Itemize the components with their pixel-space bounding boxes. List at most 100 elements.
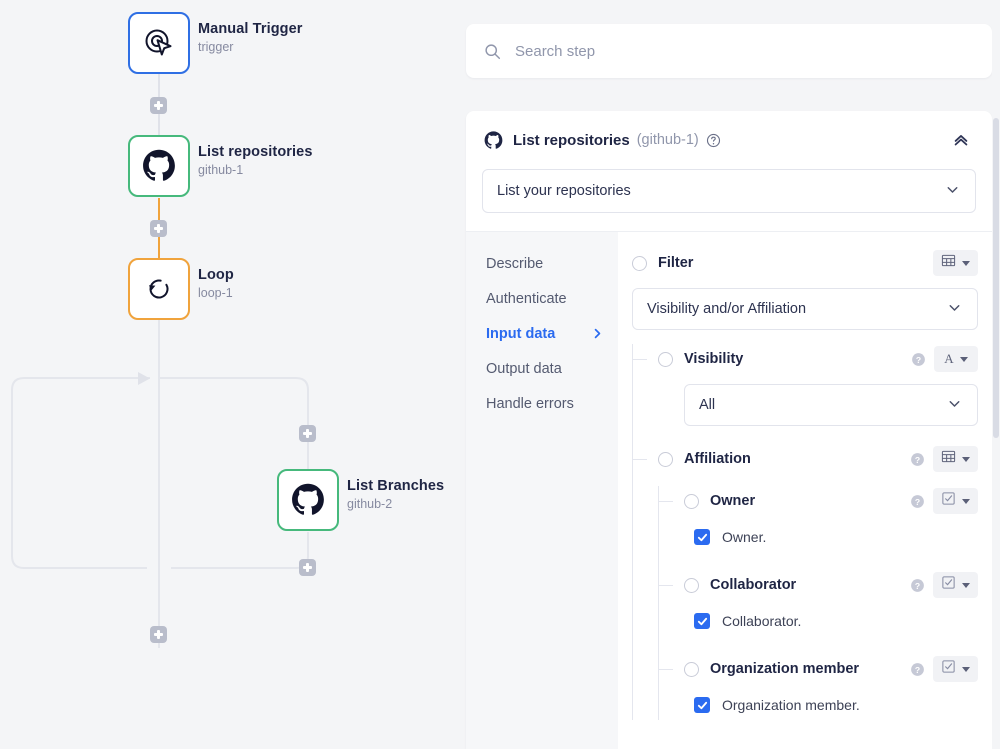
checkbox-icon <box>941 575 956 595</box>
node-title: List repositories <box>198 144 313 160</box>
panel-scrollbar-thumb[interactable] <box>993 118 999 438</box>
github-icon <box>484 130 503 150</box>
chevron-down-icon <box>944 181 961 202</box>
checkbox-row-organization-member: Organization member. <box>684 690 978 720</box>
field-label: Visibility <box>684 351 744 367</box>
field-visibility: Visibility ? A <box>632 344 978 374</box>
collapse-panel-button[interactable] <box>948 127 974 153</box>
question-circle-icon[interactable] <box>706 133 721 148</box>
step-id: (github-1) <box>636 132 699 148</box>
chevron-down-icon <box>962 582 970 588</box>
field-tools: ? <box>910 572 978 598</box>
tab-label: Output data <box>486 360 562 377</box>
node-subtitle: github-1 <box>198 163 244 177</box>
node-list-repositories[interactable] <box>128 135 190 197</box>
organization-member-type-selector[interactable] <box>933 656 978 682</box>
github-icon <box>291 483 325 517</box>
loop-icon <box>143 273 175 305</box>
affiliation-radio[interactable] <box>658 451 673 467</box>
svg-text:?: ? <box>915 496 920 506</box>
node-manual-trigger[interactable] <box>128 12 190 74</box>
question-circle-icon[interactable]: ? <box>910 662 925 677</box>
chevron-down-icon <box>946 395 963 416</box>
page-title: List repositories <box>513 131 630 149</box>
question-circle-icon[interactable]: ? <box>910 494 925 509</box>
filter-select[interactable]: Visibility and/or Affiliation <box>632 288 978 330</box>
filter-children: Visibility ? A <box>632 344 978 720</box>
node-title: List Branches <box>347 478 445 494</box>
tab-handle-errors[interactable]: Handle errors <box>466 386 618 421</box>
node-subtitle: github-2 <box>347 497 393 511</box>
tab-output-data[interactable]: Output data <box>466 351 618 386</box>
search-input[interactable] <box>515 42 974 60</box>
owner-radio[interactable] <box>684 493 699 509</box>
field-label: Collaborator <box>710 577 797 593</box>
organization-member-checkbox[interactable] <box>694 697 710 713</box>
node-title: Manual Trigger <box>198 21 303 37</box>
step-header: List repositories (github-1) <box>466 111 992 169</box>
organization-member-radio[interactable] <box>684 661 699 677</box>
workflow-canvas[interactable]: Manual Trigger trigger List repositories… <box>0 0 462 749</box>
search-icon <box>484 43 501 60</box>
chevron-down-icon <box>962 456 970 462</box>
node-label-loop: Loop loop-1 <box>198 266 234 302</box>
checkbox-label: Owner. <box>722 529 767 545</box>
panel-scrollbar-track[interactable] <box>992 0 1000 749</box>
add-step-button-4[interactable] <box>299 559 316 576</box>
tab-input-data[interactable]: Input data <box>466 316 618 351</box>
filter-select-value: Visibility and/or Affiliation <box>647 301 807 317</box>
visibility-type-selector[interactable]: A <box>934 346 978 372</box>
field-tools: ? A <box>911 346 978 372</box>
table-icon <box>941 449 956 469</box>
svg-text:?: ? <box>915 664 920 674</box>
tab-authenticate[interactable]: Authenticate <box>466 281 618 316</box>
checkbox-label: Organization member. <box>722 697 860 713</box>
collaborator-radio[interactable] <box>684 577 699 593</box>
field-label: Filter <box>658 255 694 271</box>
checkbox-row-collaborator: Collaborator. <box>684 606 978 636</box>
field-label: Organization member <box>710 661 860 677</box>
field-collaborator: Collaborator ? <box>658 570 978 600</box>
github-icon <box>142 149 176 183</box>
question-circle-icon[interactable]: ? <box>911 352 926 367</box>
tab-describe[interactable]: Describe <box>466 246 618 281</box>
node-loop[interactable] <box>128 258 190 320</box>
question-circle-icon[interactable]: ? <box>910 578 925 593</box>
action-select[interactable]: List your repositories <box>482 169 976 213</box>
node-label-manual-trigger: Manual Trigger trigger <box>198 20 303 56</box>
add-step-button-3[interactable] <box>299 425 316 442</box>
field-tools: ? <box>910 446 978 472</box>
add-step-button-2[interactable] <box>150 220 167 237</box>
tab-label: Input data <box>486 325 556 342</box>
field-affiliation: Affiliation ? <box>632 444 978 474</box>
checkbox-label: Collaborator. <box>722 613 802 629</box>
chevron-down-icon <box>962 498 970 504</box>
checkbox-icon <box>941 659 956 679</box>
owner-type-selector[interactable] <box>933 488 978 514</box>
question-circle-icon[interactable]: ? <box>910 452 925 467</box>
cursor-click-icon <box>143 27 175 59</box>
owner-checkbox[interactable] <box>694 529 710 545</box>
filter-radio[interactable] <box>632 255 647 271</box>
field-organization-member: Organization member ? <box>658 654 978 684</box>
svg-text:?: ? <box>916 354 921 364</box>
checkbox-row-owner: Owner. <box>684 522 978 552</box>
field-tools: ? <box>910 656 978 682</box>
visibility-select[interactable]: All <box>684 384 978 426</box>
svg-text:?: ? <box>915 454 920 464</box>
filter-type-selector[interactable] <box>933 250 978 276</box>
step-tabs: Describe Authenticate Input data <box>466 231 618 749</box>
add-step-button-1[interactable] <box>150 97 167 114</box>
table-icon <box>941 253 956 273</box>
collaborator-type-selector[interactable] <box>933 572 978 598</box>
visibility-radio[interactable] <box>658 351 673 367</box>
search-step-bar[interactable] <box>466 24 992 78</box>
field-tools <box>933 250 978 276</box>
node-list-branches[interactable] <box>277 469 339 531</box>
add-step-button-5[interactable] <box>150 626 167 643</box>
collaborator-checkbox[interactable] <box>694 613 710 629</box>
action-select-value: List your repositories <box>497 183 631 199</box>
affiliation-type-selector[interactable] <box>933 446 978 472</box>
chevron-down-icon <box>962 260 970 266</box>
